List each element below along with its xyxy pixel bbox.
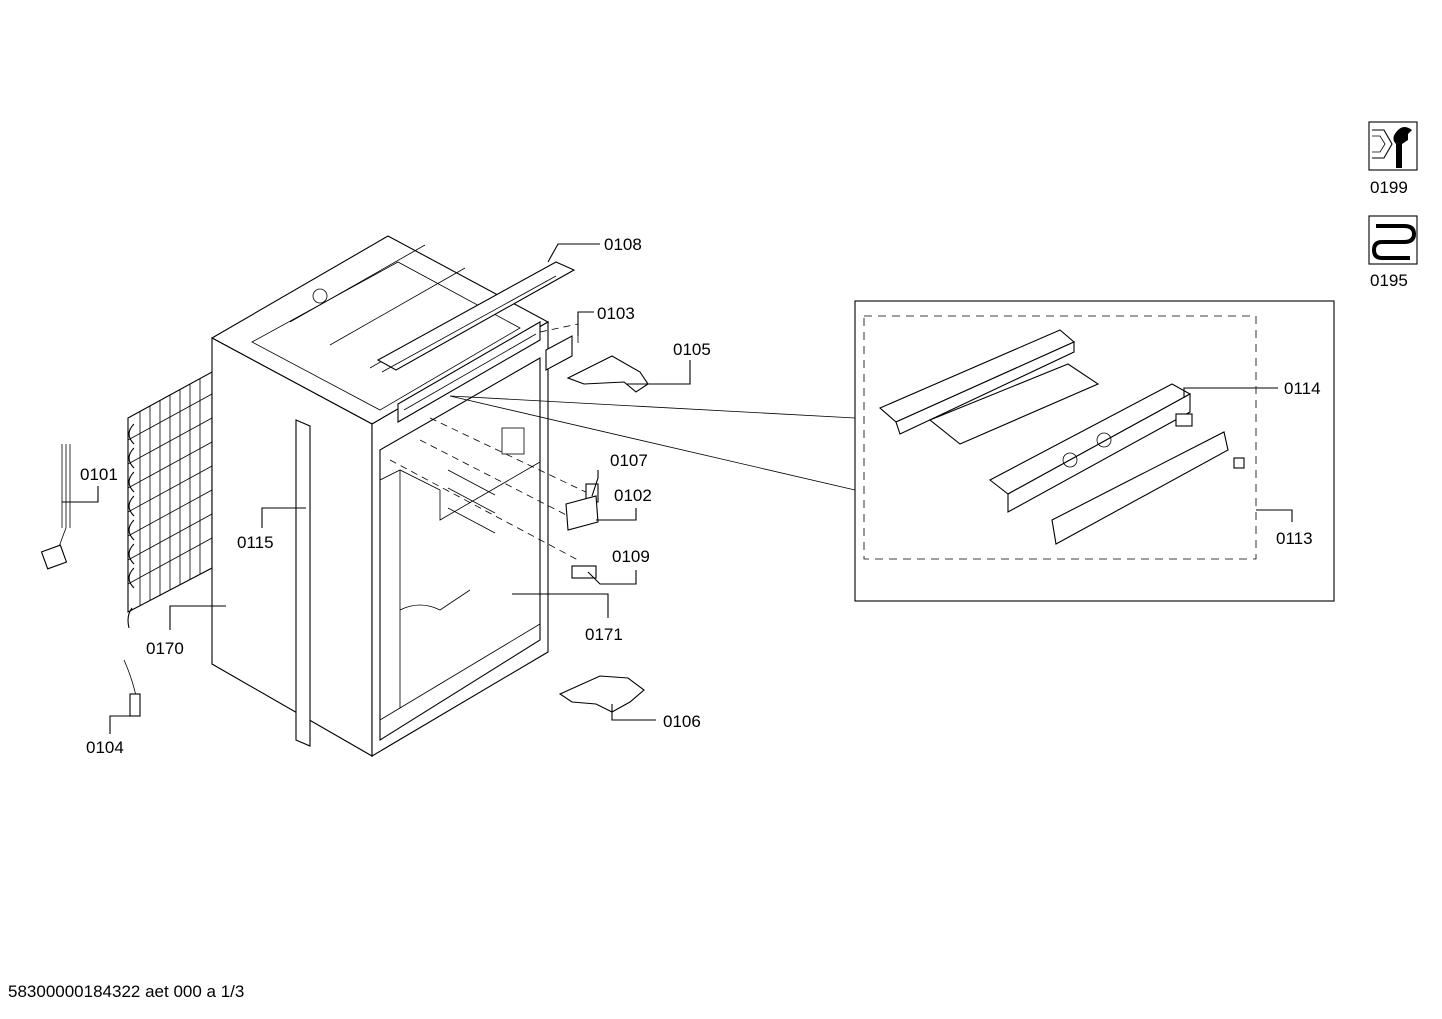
label-0114: 0114 — [1284, 379, 1321, 398]
label-0171: 0171 — [585, 625, 623, 644]
wrench-nut-icon — [1368, 121, 1418, 171]
sensor-part — [123, 659, 141, 717]
label-0105: 0105 — [673, 340, 711, 359]
hinge-top-part — [566, 355, 649, 393]
coil-icon — [1368, 215, 1418, 265]
detail-pointer-top — [449, 395, 856, 419]
detail-inset-dashed — [863, 315, 1257, 560]
label-0109: 0109 — [612, 547, 650, 566]
label-0195: 0195 — [1370, 271, 1408, 290]
power-cable-part — [40, 444, 71, 570]
detail-inset-frame — [854, 300, 1335, 602]
part-plate — [545, 335, 573, 371]
label-0101: 0101 — [80, 465, 118, 484]
cabinet-part — [210, 235, 576, 757]
document-footer: 58300000184322 aet 000 a 1/3 — [8, 982, 245, 1001]
control-module-part — [878, 329, 1245, 545]
hinge-bottom-part — [558, 675, 645, 713]
detail-pointer-bottom — [449, 395, 856, 491]
label-0107: 0107 — [610, 451, 648, 470]
label-0106: 0106 — [663, 712, 701, 731]
leader-lines — [62, 243, 1293, 734]
label-0115: 0115 — [237, 533, 274, 552]
label-0104: 0104 — [86, 738, 124, 757]
condenser-part — [127, 371, 213, 629]
label-0103: 0103 — [597, 304, 635, 323]
label-0108: 0108 — [604, 235, 642, 254]
label-0170: 0170 — [146, 639, 184, 658]
label-0113: 0113 — [1276, 529, 1313, 548]
label-0199: 0199 — [1370, 178, 1408, 197]
part-cover — [565, 495, 599, 531]
label-0102: 0102 — [614, 486, 652, 505]
part-clip — [571, 565, 597, 579]
